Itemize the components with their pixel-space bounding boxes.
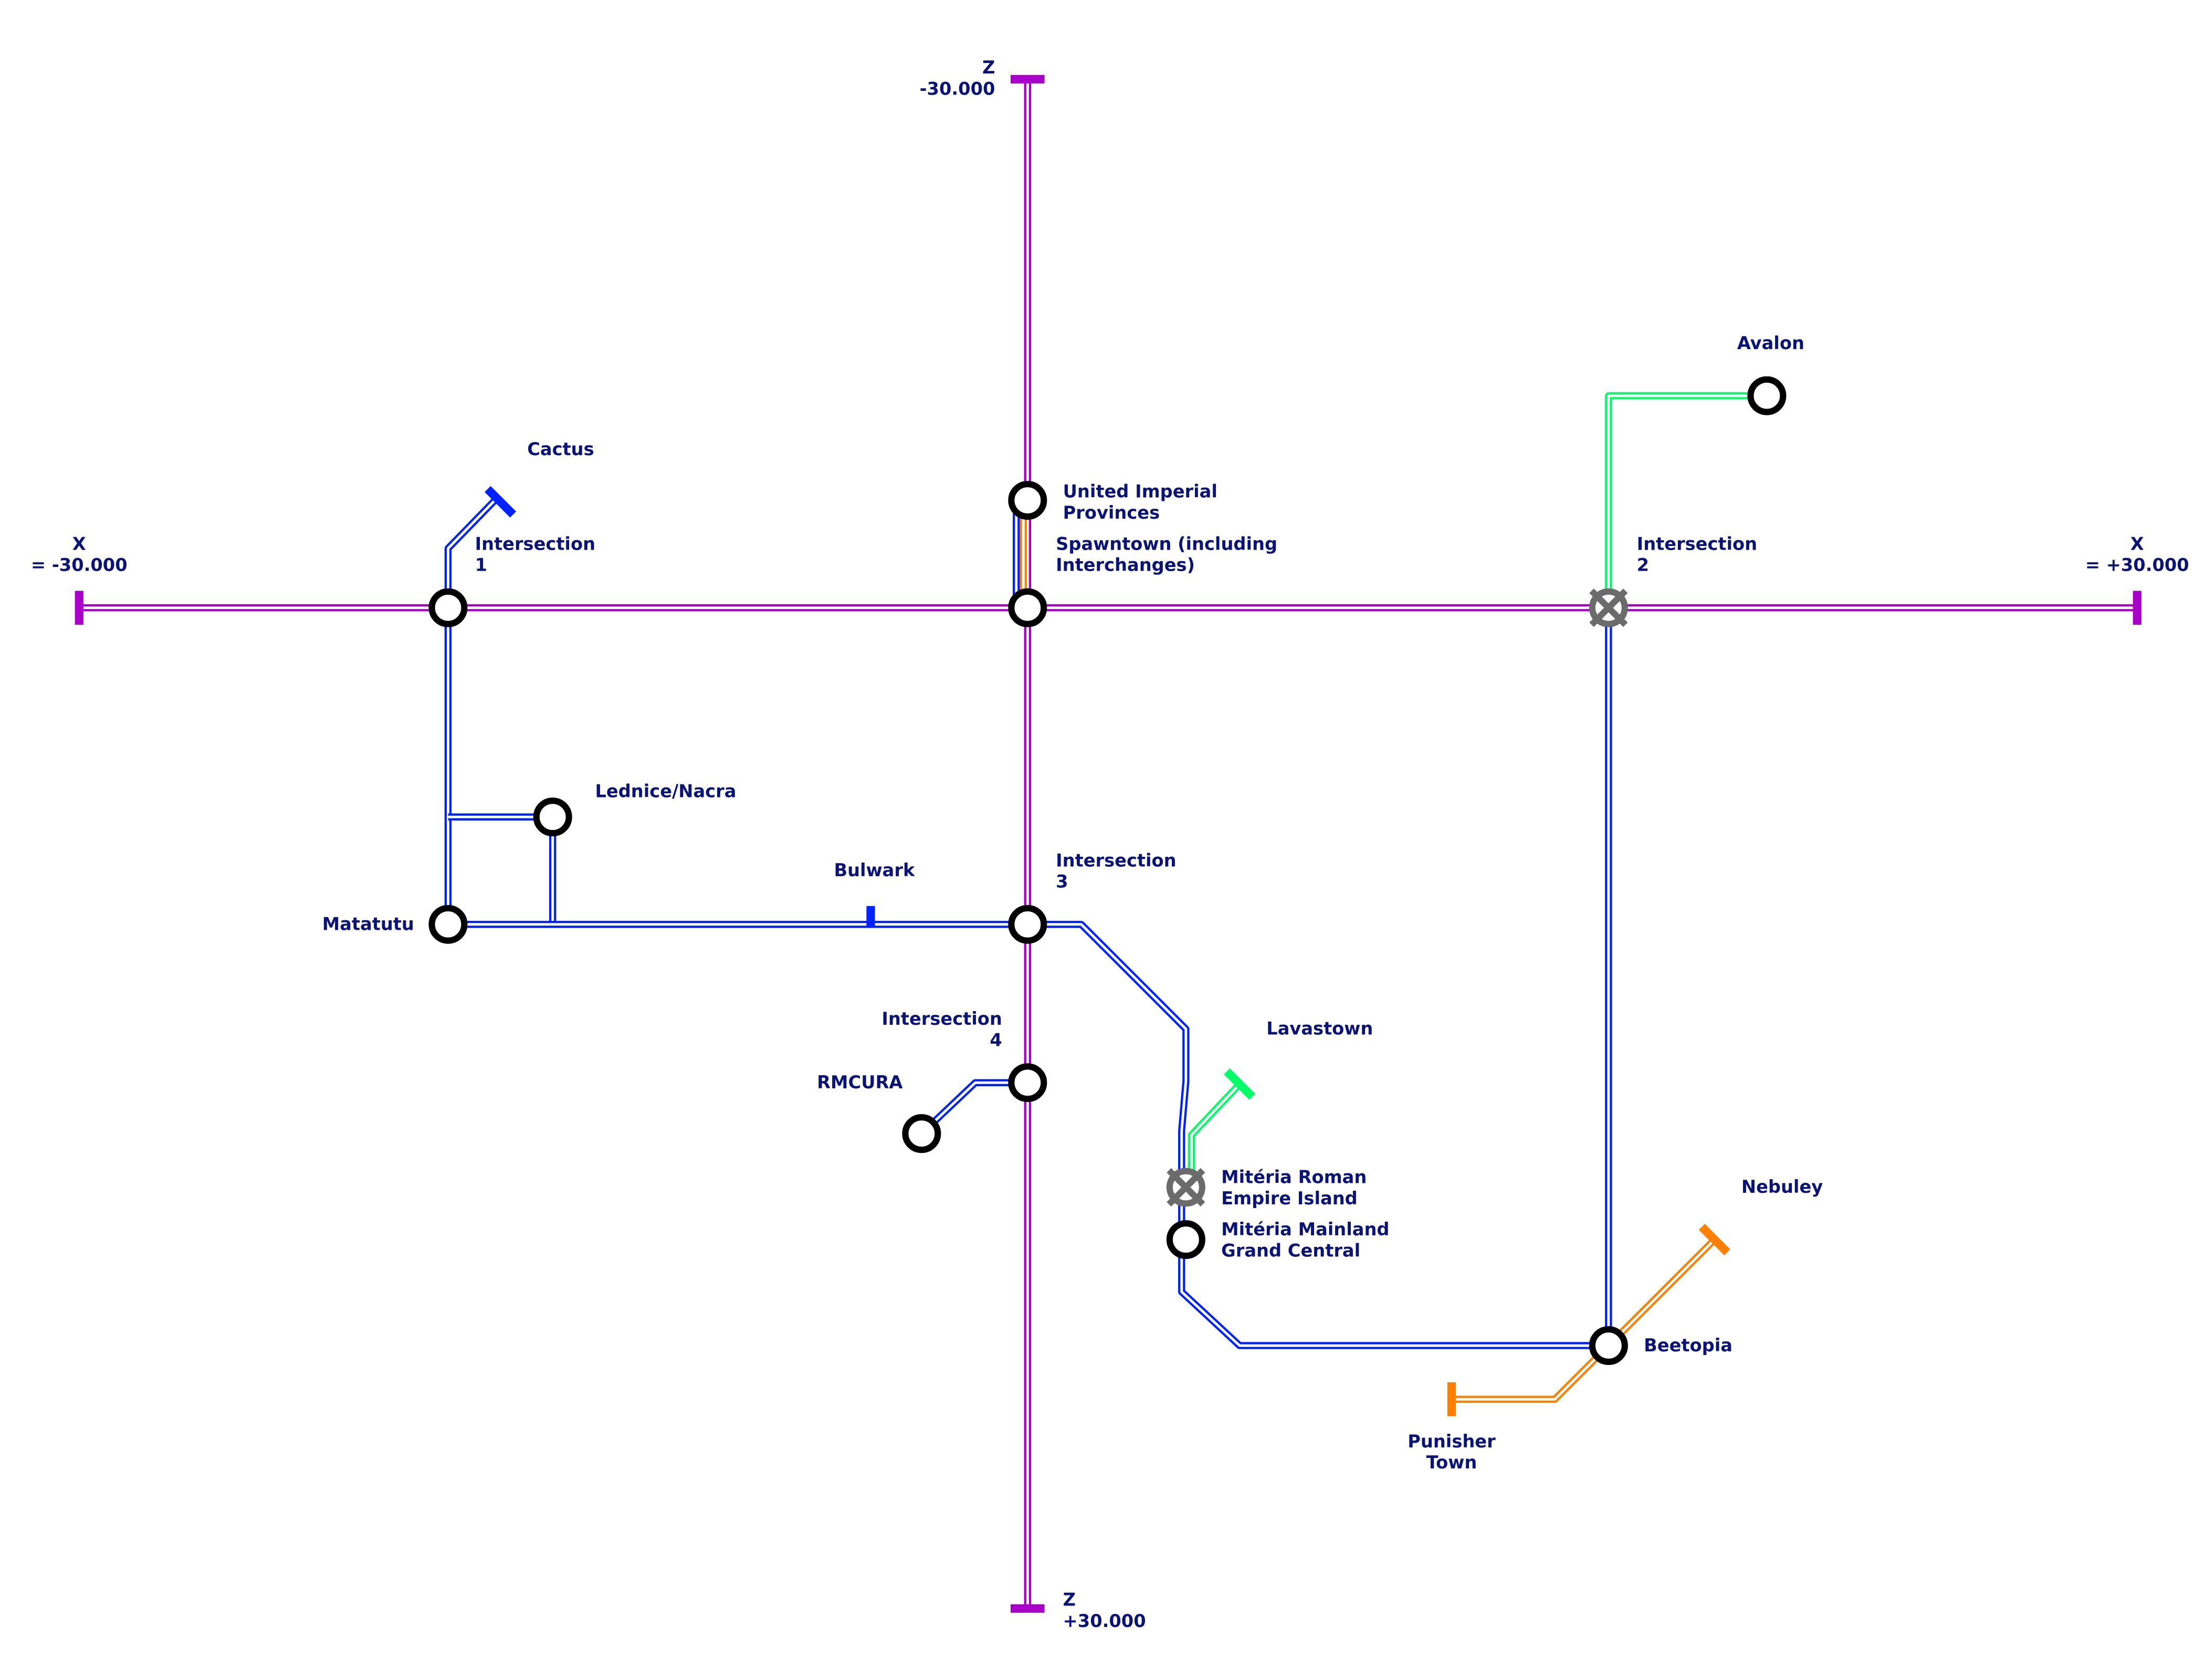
orange-line-nebuley bbox=[1452, 1237, 1717, 1403]
label-rmcura: RMCURA bbox=[817, 1072, 902, 1093]
label-line: Bulwark bbox=[834, 860, 915, 880]
label-line: United Imperial bbox=[1063, 481, 1217, 502]
label-line: Punisher bbox=[1408, 1431, 1496, 1452]
label-line: Mitéria Roman bbox=[1221, 1167, 1367, 1187]
label-lednice-nacra: Lednice/Nacra bbox=[595, 781, 736, 801]
label-line: Mitéria Mainland bbox=[1221, 1219, 1389, 1240]
terminal-nebuley bbox=[1698, 1224, 1730, 1256]
label-beetopia: Beetopia bbox=[1644, 1335, 1732, 1356]
label-line: Z bbox=[1063, 1589, 1076, 1610]
terminal-markers bbox=[75, 75, 2141, 1613]
label-z-south: Z+30.000 bbox=[1063, 1589, 1146, 1631]
label-matatutu: Matatutu bbox=[322, 914, 414, 934]
label-line: Nebuley bbox=[1741, 1177, 1823, 1197]
label-line: X bbox=[72, 533, 86, 554]
label-nebuley: Nebuley bbox=[1741, 1177, 1823, 1197]
label-line: Lavastown bbox=[1266, 1018, 1373, 1039]
label-line: 1 bbox=[475, 555, 487, 575]
label-line: Z bbox=[982, 57, 995, 78]
label-line: Beetopia bbox=[1644, 1335, 1732, 1356]
label-line: Grand Central bbox=[1221, 1240, 1360, 1261]
label-line: Town bbox=[1426, 1452, 1477, 1473]
label-line: Spawntown (including bbox=[1056, 533, 1277, 554]
label-line: -30.000 bbox=[920, 78, 995, 99]
label-line: 4 bbox=[990, 1030, 1002, 1050]
station-beetopia[interactable] bbox=[1589, 1326, 1628, 1366]
label-line: Intersection bbox=[1637, 533, 1757, 554]
station-spawntown[interactable] bbox=[1008, 588, 1047, 627]
green-line-avalon bbox=[1605, 392, 1767, 608]
label-line: Intersection bbox=[1056, 850, 1176, 870]
label-line: X bbox=[2130, 533, 2144, 554]
station-intersection-2-closed-icon[interactable] bbox=[1589, 588, 1628, 627]
label-line: Avalon bbox=[1737, 333, 1804, 353]
label-lavastown: Lavastown bbox=[1266, 1018, 1373, 1039]
label-line: Interchanges) bbox=[1056, 555, 1195, 575]
station-intersection-4[interactable] bbox=[1008, 1063, 1047, 1102]
blue-line-lednice bbox=[448, 813, 556, 925]
label-x-west: X= -30.000 bbox=[31, 533, 128, 575]
stations bbox=[428, 376, 1787, 1366]
label-x-east: X= +30.000 bbox=[2085, 533, 2189, 575]
terminal-cactus bbox=[485, 486, 517, 518]
station-matatutu[interactable] bbox=[428, 905, 468, 944]
label-line: = +30.000 bbox=[2085, 555, 2189, 575]
label-bulwark: Bulwark bbox=[834, 860, 915, 880]
terminal-lavastown bbox=[1224, 1068, 1256, 1100]
blue-line-cactus bbox=[444, 495, 500, 925]
label-line: 3 bbox=[1056, 872, 1068, 892]
label-line: 2 bbox=[1637, 555, 1649, 575]
station-miteria-roman-empire-island-closed-icon[interactable] bbox=[1166, 1168, 1205, 1207]
station-rmcura[interactable] bbox=[902, 1114, 941, 1153]
station-lednice-nacra[interactable] bbox=[533, 797, 572, 837]
label-z-north: Z-30.000 bbox=[920, 57, 995, 99]
label-cactus: Cactus bbox=[527, 439, 594, 459]
label-line: +30.000 bbox=[1063, 1611, 1146, 1631]
station-miteria-mainland-grand-central[interactable] bbox=[1166, 1220, 1205, 1259]
rail-lines bbox=[79, 79, 2137, 1609]
label-line: Provinces bbox=[1063, 502, 1160, 523]
label-avalon: Avalon bbox=[1737, 333, 1804, 353]
label-line: Cactus bbox=[527, 439, 594, 459]
station-intersection-3[interactable] bbox=[1008, 905, 1047, 944]
label-line: = -30.000 bbox=[31, 555, 128, 575]
label-line: Empire Island bbox=[1221, 1188, 1358, 1209]
label-line: Intersection bbox=[881, 1009, 1002, 1029]
label-line: RMCURA bbox=[817, 1072, 902, 1093]
label-line: Matatutu bbox=[322, 914, 414, 934]
station-avalon[interactable] bbox=[1747, 376, 1787, 415]
station-united-imperial-provinces[interactable] bbox=[1008, 481, 1047, 520]
station-intersection-1[interactable] bbox=[428, 588, 468, 627]
label-line: Intersection bbox=[475, 533, 595, 554]
blue-line-int3-beetopia bbox=[1027, 920, 1609, 1349]
label-line: Lednice/Nacra bbox=[595, 781, 736, 801]
